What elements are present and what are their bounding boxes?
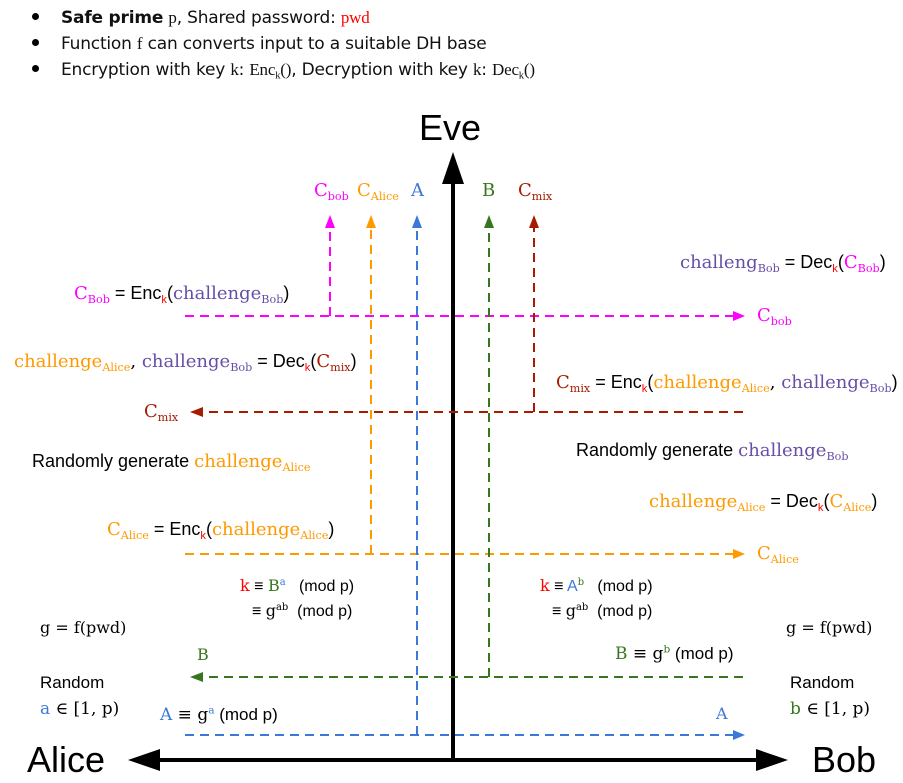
alice-label: Alice: [27, 739, 106, 780]
bob-public-value: B ≡ gb (mod p): [615, 643, 734, 664]
alice-public-value: A ≡ ga (mod p): [160, 704, 278, 725]
alice-c-mix-label: Cmix: [144, 401, 179, 424]
c-mix-arrowhead-left: [190, 407, 203, 417]
bob-g-definition: g = f(pwd): [786, 618, 873, 637]
var-k: k: [472, 60, 482, 79]
bullet-function-f: Function f can converts input to a suita…: [32, 35, 487, 53]
alice-g-definition: g = f(pwd): [40, 618, 127, 637]
a-arrowhead-up: [412, 215, 422, 228]
a-flow: [185, 228, 733, 736]
c-alice-arrowhead-right: [733, 549, 745, 559]
bob-decrypt-c-bob-equation: challengBob = Deck(CBob): [680, 252, 886, 275]
c-bob-arrowhead-up: [325, 215, 335, 228]
eve-arrowhead: [442, 152, 464, 184]
bullet-dot: [32, 12, 39, 20]
c-alice-flow: [185, 228, 733, 555]
bob-c-alice-label: CAlice: [757, 543, 799, 566]
safe-prime-label: Safe prime: [61, 8, 164, 28]
alice-arrowhead: [128, 749, 160, 771]
bullet-safe-prime: Safe prime p, Shared password: pwd: [32, 9, 370, 27]
bob-c-bob-label: Cbob: [757, 305, 792, 328]
eve-label-c-alice: CAlice: [357, 180, 399, 203]
c-mix-arrowhead-up: [529, 215, 539, 228]
alice-random-range: a ∈ [1, p): [40, 699, 120, 719]
c-mix-flow: [202, 228, 743, 413]
var-f: f: [136, 34, 143, 53]
bullet-text: Encryption with key: [61, 60, 231, 80]
enc-fn: Enck(): [249, 60, 292, 82]
dec-fn: Deck(): [492, 60, 535, 82]
bullet-text: :: [481, 60, 493, 80]
bullet-text: Function: [61, 34, 137, 54]
eve-label: Eve: [419, 107, 482, 148]
bullet-text: :: [238, 60, 250, 80]
c-bob-arrowhead-right: [733, 311, 745, 321]
alice-generate-challenge: Randomly generate challengeAlice: [32, 451, 311, 474]
bullet-dot: [32, 38, 39, 46]
c-bob-flow: [185, 228, 733, 317]
a-arrowhead-right: [733, 730, 745, 740]
bob-random-label: Random: [790, 673, 855, 692]
bullet-text: , Shared password:: [176, 8, 341, 28]
b-flow: [202, 228, 743, 678]
bob-label: Bob: [812, 739, 877, 780]
bob-random-range: b ∈ [1, p): [790, 699, 871, 719]
bob-generate-challenge: Randomly generate challengeBob: [576, 440, 849, 463]
alice-key-derivation-1: k ≡ Ba (mod p): [240, 576, 355, 595]
alice-c-bob-equation: CBob = Enck(challengeBob): [74, 283, 290, 306]
c-alice-arrowhead-up: [366, 215, 376, 228]
alice-c-alice-equation: CAlice = Enck(challengeAlice): [107, 519, 335, 542]
var-k: k: [230, 60, 239, 79]
bob-c-mix-equation: Cmix = Enck(challengeAlice, challengeBob…: [556, 372, 898, 395]
bob-a-received-label: A: [716, 704, 728, 723]
b-arrowhead-left: [190, 672, 203, 682]
alice-decrypt-mix-equation: challengeAlice, challengeBob = Deck(Cmix…: [14, 351, 357, 374]
bob-arrowhead: [756, 749, 788, 771]
bullet-text: , Decryption with key: [291, 60, 473, 80]
b-arrowhead-up: [484, 215, 494, 228]
eve-label-a: A: [411, 180, 424, 201]
alice-key-derivation-2: ≡ gab (mod p): [252, 601, 353, 620]
var-pwd: pwd: [340, 8, 370, 27]
bob-decrypt-c-alice-equation: challengeAlice = Deck(CAlice): [649, 491, 878, 514]
eve-label-c-mix: Cmix: [518, 180, 553, 203]
var-p: p: [168, 8, 177, 27]
bob-key-derivation-1: k ≡ Ab (mod p): [540, 576, 653, 595]
bob-key-derivation-2: ≡ gab (mod p): [552, 601, 653, 620]
bullet-encryption: Encryption with key k: Enck(), Decryptio…: [32, 60, 535, 82]
bullet-text: can converts input to a suitable DH base: [142, 34, 487, 54]
eve-label-b: B: [482, 180, 496, 201]
alice-b-received-label: B: [197, 645, 209, 664]
alice-random-label: Random: [40, 673, 105, 692]
bullet-dot: [32, 64, 39, 72]
eve-label-c-bob: Cbob: [314, 180, 349, 203]
